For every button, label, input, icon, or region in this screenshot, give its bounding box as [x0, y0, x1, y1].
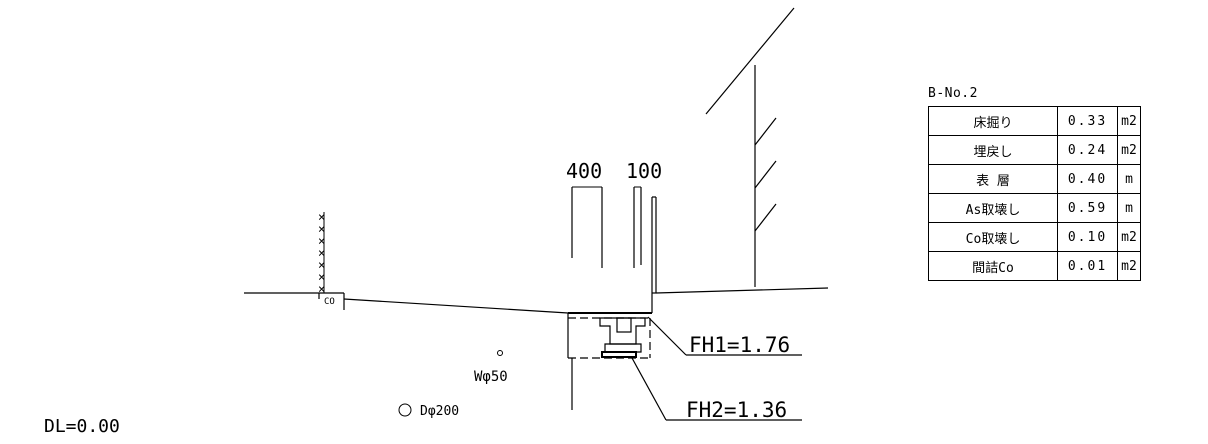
fh1-label: FH1=1.76 [689, 333, 790, 357]
item-value-cell: 0.24 [1057, 135, 1118, 165]
fh2-label: FH2=1.36 [686, 398, 787, 422]
dimension-100-label: 100 [626, 159, 662, 183]
dimension-400-label: 400 [566, 159, 602, 183]
svg-text:×: × [318, 270, 325, 284]
concrete-curb: CO [318, 293, 345, 310]
item-name-cell: 床掘り [928, 106, 1058, 136]
item-unit-cell: m [1117, 164, 1141, 194]
drain-pipe-label: Dφ200 [420, 404, 459, 419]
item-name-cell: 表 層 [928, 164, 1058, 194]
svg-text:×: × [318, 258, 325, 272]
item-name-cell: Co取壊し [928, 222, 1058, 252]
fh2-callout: FH2=1.36 [631, 357, 802, 422]
item-value-cell: 0.59 [1057, 193, 1118, 223]
item-unit-cell: m2 [1117, 135, 1141, 165]
item-value-cell: 0.33 [1057, 106, 1118, 136]
item-name-cell: 埋戻し [928, 135, 1058, 165]
fh1-callout: FH1=1.76 [647, 316, 802, 357]
item-unit-cell: m2 [1117, 251, 1141, 281]
item-name-cell: As取壊し [928, 193, 1058, 223]
slope-embankment [651, 7, 795, 313]
datum-label: DL=0.00 [44, 416, 120, 437]
drain-pipe: Dφ200 [398, 403, 459, 419]
item-unit-cell: m2 [1117, 106, 1141, 136]
svg-text:×: × [318, 222, 325, 236]
svg-text:×: × [318, 234, 325, 248]
dimension-100: 100 [626, 159, 662, 188]
water-pipe: Wφ50 [474, 350, 508, 385]
svg-text:×: × [318, 210, 325, 224]
item-value-cell: 0.01 [1057, 251, 1118, 281]
dimension-400: 400 [566, 159, 602, 188]
water-pipe-label: Wφ50 [474, 369, 508, 385]
co-label: CO [324, 297, 335, 307]
excavation-lines [571, 187, 642, 410]
fence-marker: × × × × × × × [318, 210, 325, 296]
quantity-panel-title: B-No.2 [928, 86, 978, 101]
channel-structure [567, 312, 652, 359]
item-unit-cell: m2 [1117, 222, 1141, 252]
item-unit-cell: m [1117, 193, 1141, 223]
item-value-cell: 0.10 [1057, 222, 1118, 252]
item-value-cell: 0.40 [1057, 164, 1118, 194]
ground-line [244, 287, 829, 314]
svg-text:×: × [318, 246, 325, 260]
item-name-cell: 間詰Co [928, 251, 1058, 281]
svg-text:×: × [318, 282, 325, 296]
